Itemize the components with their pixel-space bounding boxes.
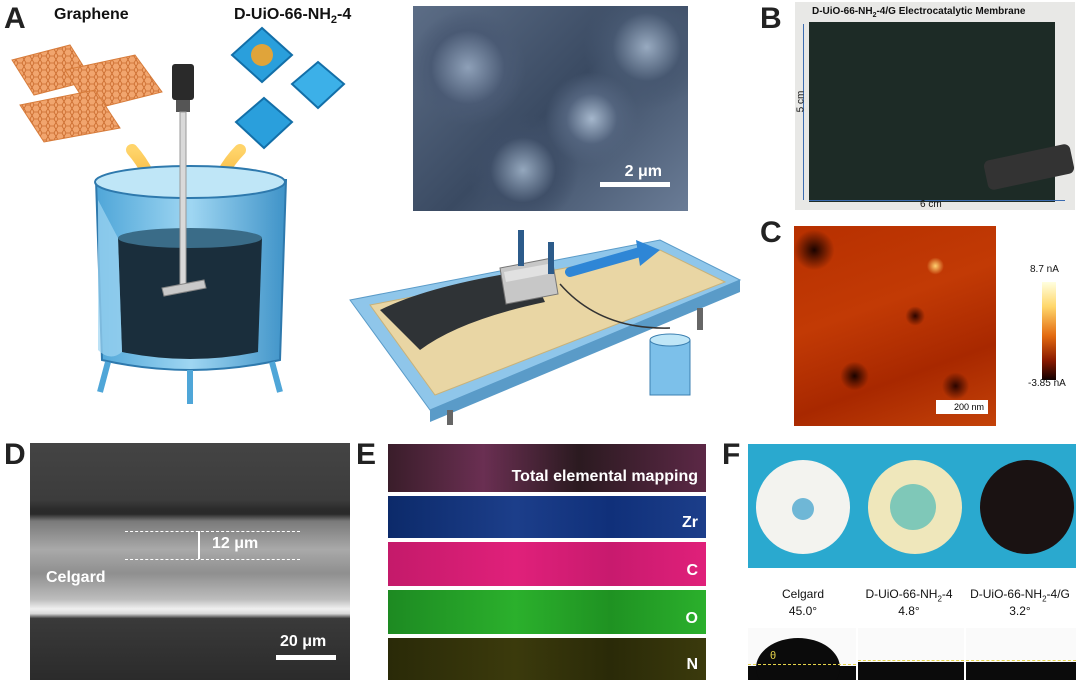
map-strip-total: Total elemental mapping [388,444,706,492]
dashed-line [125,559,300,560]
panel-label-a: A [4,2,26,35]
mof-label: D-UiO-66-NH2-4 [234,6,352,27]
map-strip-zr: Zr [388,496,706,538]
dashed-line [125,531,300,532]
contact-angle-image-1: θ [748,628,856,680]
sem-image-surface: 2 μm [413,6,688,211]
sample-name: D-UiO-66-NH2-4 [865,587,953,604]
scale-label: 2 μm [624,163,662,180]
thickness-arrow [198,531,200,559]
sample-photo [748,444,1076,568]
contact-angle-image-2 [858,628,964,680]
panel-label-e: E [356,438,377,471]
sample-caption-2: D-UiO-66-NH2-4 4.8° [854,588,964,618]
thickness-label: 12 μm [212,535,259,552]
sample-caption-3: D-UiO-66-NH2-4/G 3.2° [960,588,1080,618]
width-dimension [809,200,1065,201]
map-label: O [685,610,698,627]
mof-crystals [230,26,346,150]
synthesis-illustration [11,26,346,404]
droplet [792,498,814,520]
map-strip-c: C [388,542,706,586]
mof-disc [868,460,962,554]
mof-graphene-disc [980,460,1074,554]
droplet [890,484,936,530]
theta-label: θ [770,650,777,662]
width-label: 6 cm [920,199,942,210]
cross-section-sem: 12 μm Celgard 20 μm [30,443,350,680]
reactor-vessel [94,165,288,404]
height-dimension [803,24,804,200]
graphene-sheets [11,44,163,143]
panel-label-f: F [722,438,741,471]
droplet [756,638,840,680]
contact-angle: 3.2° [1009,604,1031,619]
map-label: Zr [682,514,698,531]
panel-label-c: C [760,216,782,249]
map-label: N [686,656,698,673]
afm-map: 200 nm [794,226,996,426]
membrane-photo [795,2,1076,210]
map-label: Total elemental mapping [511,468,698,485]
contact-angle-image-3 [966,628,1076,680]
colorbar-min: -3.85 nA [1028,378,1066,389]
panel-label-b: B [760,2,782,35]
contact-angle: 4.8° [898,604,920,619]
blade-coating-illustration [349,230,742,425]
celgard-disc [756,460,850,554]
colorbar [1042,282,1056,380]
map-strip-n: N [388,638,706,680]
scale-bar [276,655,336,660]
colorbar-max: 8.7 nA [1030,264,1059,275]
scale-bar [600,182,670,187]
scale-bar [936,400,988,414]
scale-label: 20 μm [280,633,327,650]
graphene-label: Graphene [54,6,129,23]
stirrer [161,64,207,297]
sample-name: D-UiO-66-NH2-4/G [970,587,1070,604]
contact-angle: 45.0° [788,604,818,619]
map-strip-o: O [388,590,706,634]
sample-name: Celgard [781,587,825,601]
sample-caption-1: Celgard 45.0° [748,588,858,618]
substrate-label: Celgard [46,569,106,586]
height-label: 5 cm [795,90,807,113]
map-label: C [686,562,698,579]
panel-label-d: D [4,438,26,471]
membrane-title: D-UiO-66-NH2-4/G Electrocatalytic Membra… [812,6,1026,19]
scale-label: 200 nm [953,402,984,412]
